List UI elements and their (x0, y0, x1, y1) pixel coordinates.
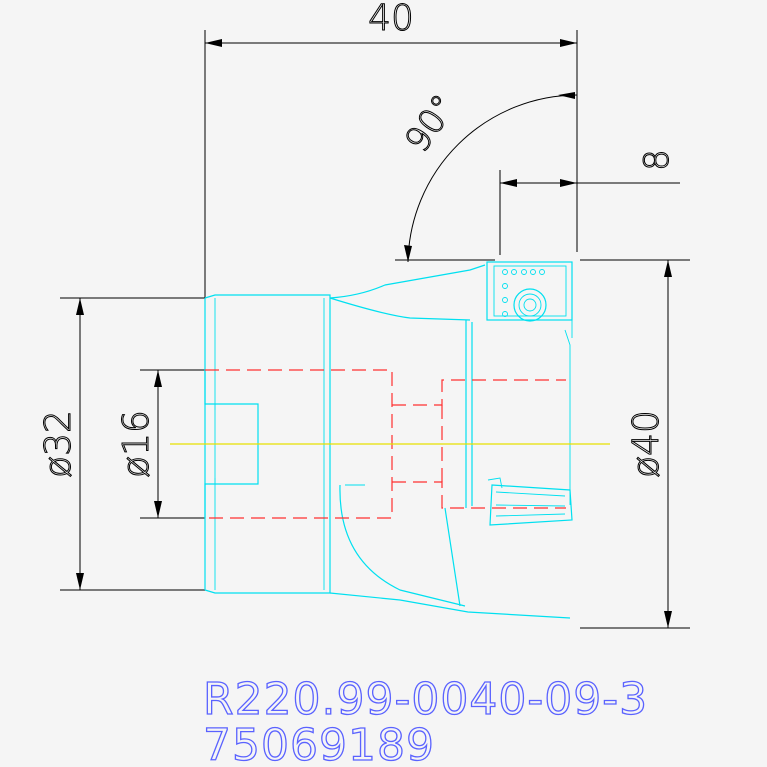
dim-text-angle: 90° (397, 88, 464, 160)
arrow-40-right (560, 39, 577, 47)
head-face (465, 320, 473, 508)
insert-screw (513, 288, 547, 322)
dimension-lines (60, 30, 690, 629)
arrow-8-right (560, 179, 577, 187)
top-insert (486, 261, 573, 321)
arrow-16-top (154, 370, 162, 387)
arrow-arc-left (404, 245, 412, 262)
tool-outline (204, 261, 573, 619)
body-bottom-taper (329, 592, 571, 619)
body-bottom-curve (339, 484, 466, 607)
dim-text-40v: ø40 (626, 410, 667, 478)
arrow-40-left (205, 39, 222, 47)
arrow-32-top (76, 298, 84, 315)
head-chamfer (444, 507, 461, 607)
arrow-16-bottom (154, 501, 162, 518)
dim-text-16: ø16 (116, 410, 157, 478)
hidden-lower (392, 481, 566, 509)
dim-text-8: 8 (637, 149, 677, 171)
bottom-insert (489, 484, 573, 526)
dim-text-32: ø32 (38, 410, 79, 478)
arrow-32-bottom (76, 573, 84, 590)
arrow-arc-top (558, 92, 575, 99)
body-top-taper (329, 264, 486, 299)
part-code: R220.99-0040-09-3 (203, 674, 648, 725)
angle-arc-90 (407, 94, 578, 263)
hidden-upper (392, 379, 566, 406)
arrow-8-left (500, 179, 517, 187)
arrow-40v-bottom (664, 611, 672, 628)
part-number: 75069189 (203, 720, 435, 767)
head-edge (564, 329, 571, 505)
arrow-40v-top (664, 260, 672, 277)
body-top-inner (329, 297, 471, 321)
dim-text-40: 40 (368, 0, 414, 39)
